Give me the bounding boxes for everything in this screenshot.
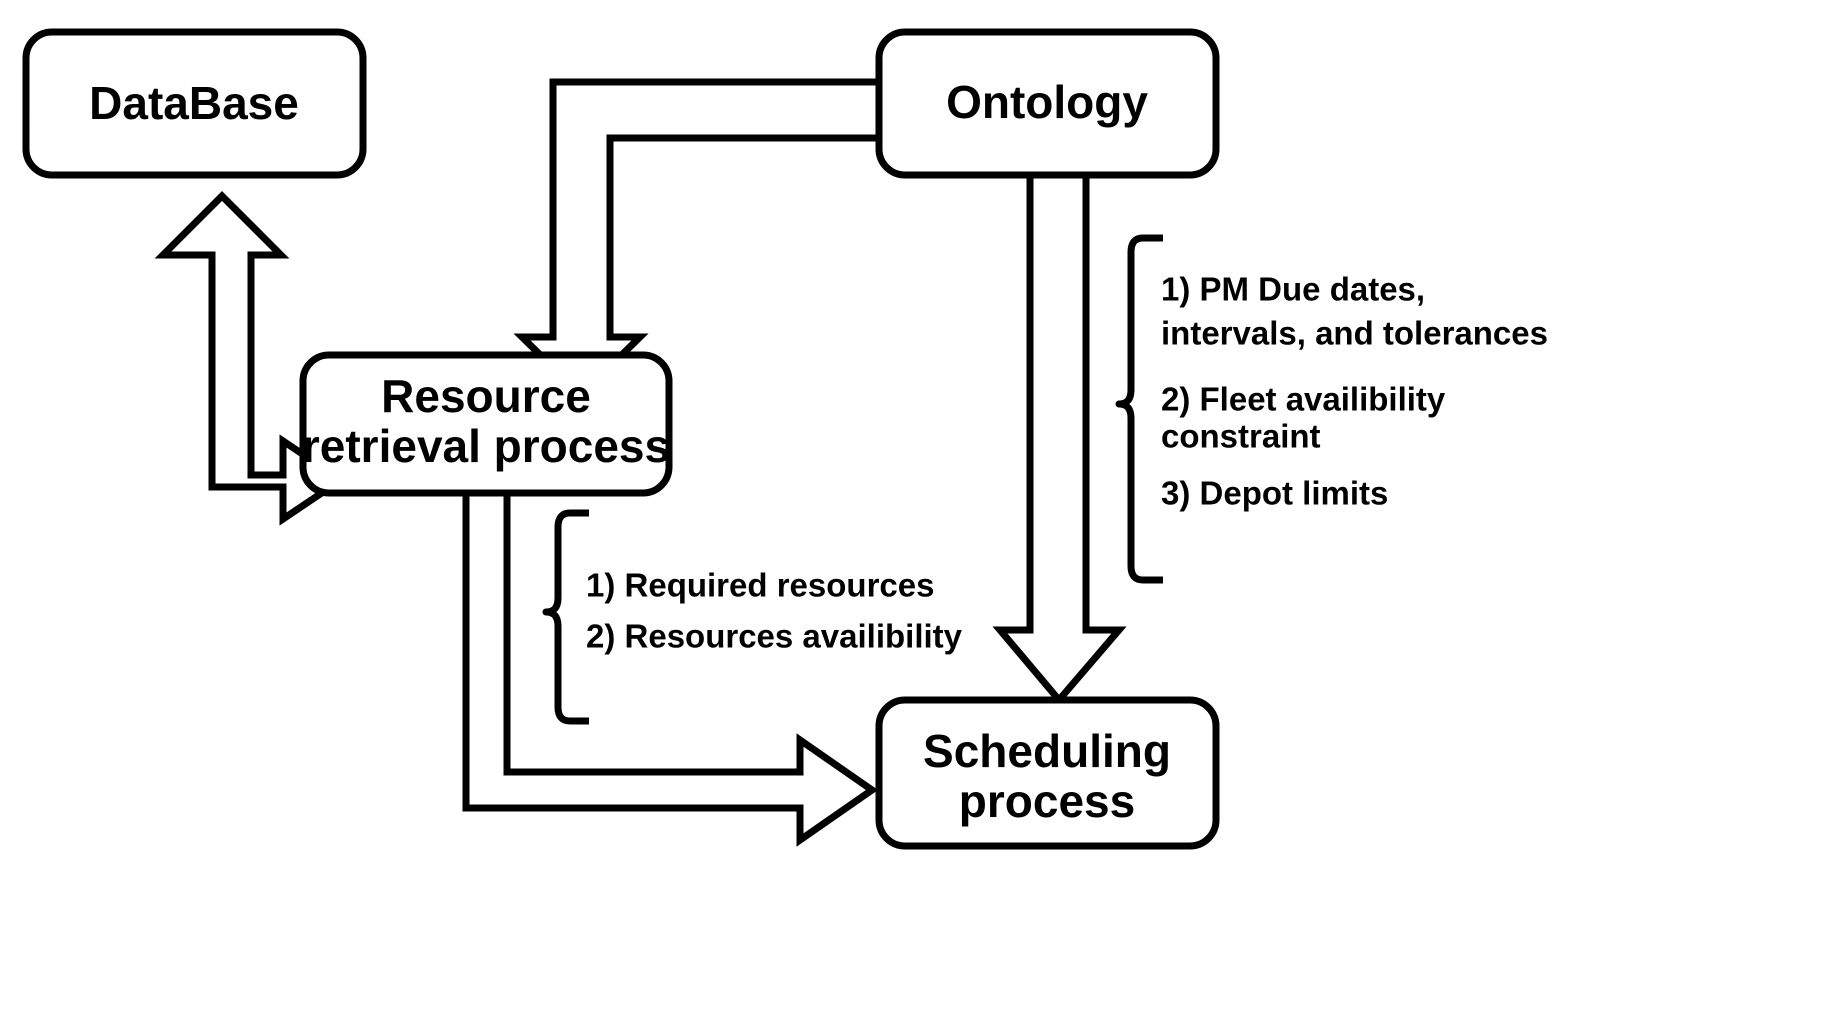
resource-annot-line-1: 1) Required resources [586, 567, 934, 604]
node-ontology[interactable]: Ontology [875, 28, 1220, 179]
resource-outputs-brace-group: 1) Required resources 2) Resources avail… [542, 509, 963, 725]
ontology-annot-line-3: 2) Fleet availibility [1161, 381, 1446, 418]
ontology-annot-line-2: intervals, and tolerances [1161, 315, 1548, 352]
resource-retrieval-label-line2: retrieval process [302, 420, 670, 472]
ontology-constraints-brace-group: 1) PM Due dates, intervals, and toleranc… [1115, 234, 1548, 584]
connector-ontology-to-scheduling [992, 168, 1127, 706]
resource-retrieval-box[interactable] [299, 351, 673, 497]
connector-resource-to-scheduling [462, 488, 879, 847]
ontology-annot-line-4: constraint [1161, 418, 1321, 455]
scheduling-process-label-line2: process [959, 775, 1135, 827]
node-database[interactable]: DataBase [22, 28, 367, 179]
ontology-constraints-brace [1115, 234, 1163, 584]
scheduling-process-box[interactable] [875, 696, 1220, 850]
database-label: DataBase [89, 77, 299, 129]
resource-outputs-brace [542, 509, 589, 725]
node-resource-retrieval[interactable]: Resource retrieval process [299, 351, 673, 497]
scheduling-process-label-line1: Scheduling [923, 725, 1171, 777]
database-box[interactable] [22, 28, 367, 179]
ontology-annot-line-1: 1) PM Due dates, [1161, 271, 1425, 308]
ontology-box[interactable] [875, 28, 1220, 179]
ontology-annot-line-5: 3) Depot limits [1161, 475, 1388, 512]
resource-retrieval-label-line1: Resource [381, 370, 591, 422]
ontology-label: Ontology [946, 76, 1148, 128]
node-scheduling-process[interactable]: Scheduling process [875, 696, 1220, 850]
resource-annot-line-2: 2) Resources availibility [586, 618, 963, 655]
